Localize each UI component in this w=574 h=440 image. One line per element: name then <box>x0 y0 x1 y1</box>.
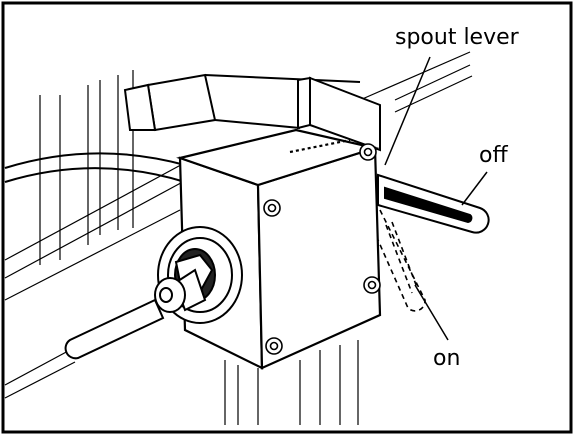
front-handle <box>64 268 207 360</box>
bolts <box>263 143 381 355</box>
hose <box>4 152 186 183</box>
background-frame <box>4 51 473 425</box>
spout-lever-label: spout lever <box>395 25 519 50</box>
leader-lines <box>384 56 488 341</box>
spout-lever-on <box>377 209 426 312</box>
off-leader <box>461 171 488 206</box>
hub-wheel <box>157 226 243 324</box>
off-label: off <box>479 143 508 168</box>
square-tube <box>123 73 361 132</box>
on-leader <box>414 284 449 341</box>
spout-lever-off <box>377 173 490 234</box>
bolt-bottom-left <box>265 337 283 355</box>
bolt-bottom-right <box>363 276 381 294</box>
bolt-top-left <box>263 199 281 217</box>
bolt-top-right <box>359 143 377 161</box>
spout-lever-leader <box>384 56 431 166</box>
on-label: on <box>433 346 461 371</box>
